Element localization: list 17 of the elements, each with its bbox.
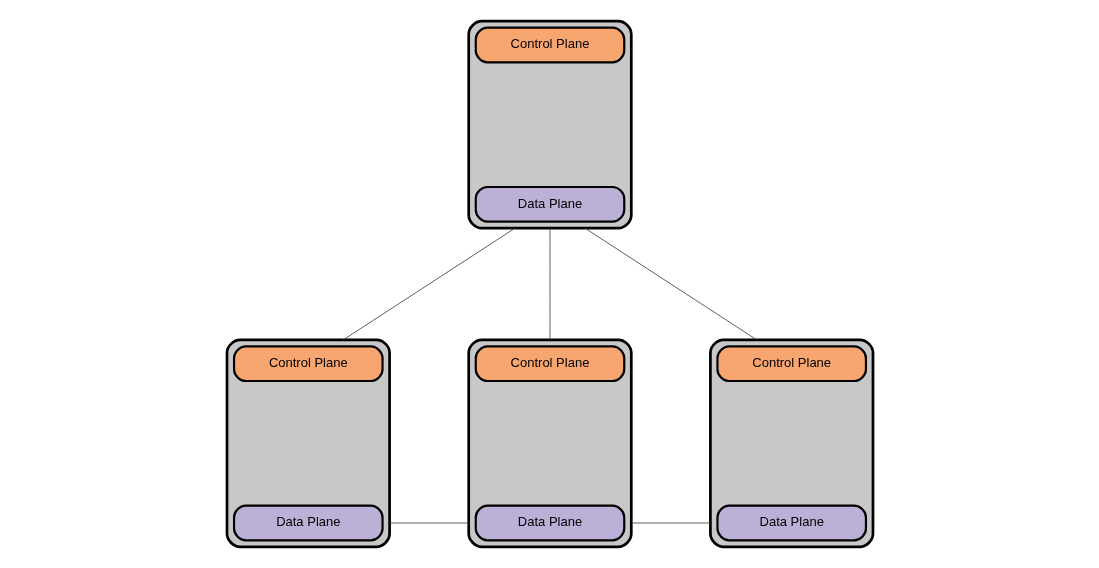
- node-box: Data Plane: [232, 504, 384, 542]
- node-box: Control Plane: [474, 26, 625, 64]
- node-box: Data Plane: [474, 504, 625, 542]
- node-box: Data Plane: [474, 185, 625, 223]
- connector: [630, 522, 711, 524]
- node-box: Control Plane: [474, 345, 625, 383]
- connector: [584, 227, 757, 341]
- connector: [388, 522, 469, 524]
- node-box: Data Plane: [715, 504, 867, 542]
- node-box: Control Plane: [715, 345, 867, 383]
- node-box: Control Plane: [232, 345, 384, 383]
- cluster: [466, 338, 633, 549]
- connector: [342, 227, 515, 341]
- cluster: [708, 338, 874, 549]
- cluster: [225, 338, 391, 549]
- connector: [549, 227, 550, 341]
- cluster: [466, 19, 633, 230]
